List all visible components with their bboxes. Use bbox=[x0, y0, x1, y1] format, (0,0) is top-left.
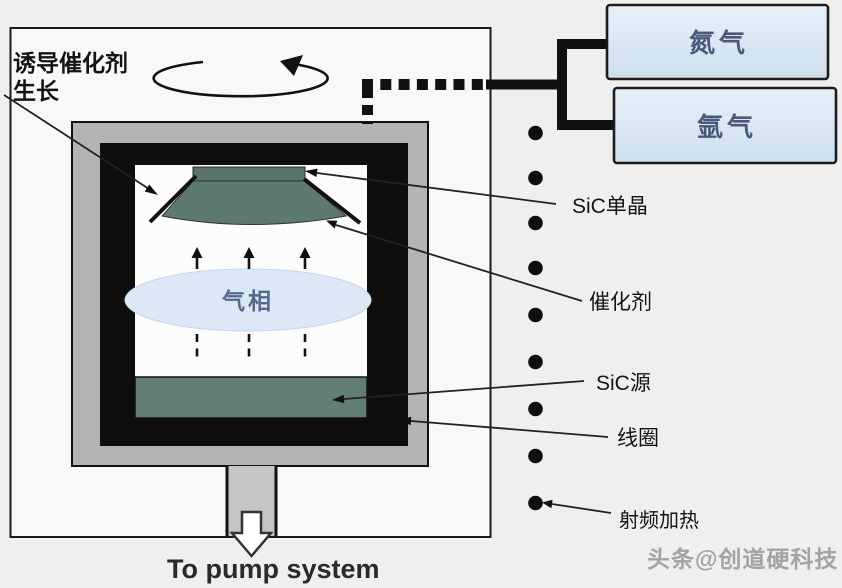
induced-growth-arrowhead bbox=[144, 184, 158, 195]
seed-crystal-holder bbox=[192, 166, 306, 182]
rf-heating-arrowhead bbox=[542, 499, 553, 509]
rf-coil-dots bbox=[528, 125, 543, 511]
upward-vapor-arrows bbox=[191, 247, 311, 269]
catalyst-droplet-body bbox=[161, 180, 348, 225]
sic-source-arrowhead bbox=[332, 394, 345, 404]
catalyst-pointer-line bbox=[335, 224, 583, 302]
coil-arrowhead bbox=[399, 416, 412, 426]
gas-manifold-connector bbox=[486, 39, 615, 130]
sic-crystal-arrowhead bbox=[305, 168, 318, 177]
watermark-text: 头条@创道硬科技 bbox=[647, 546, 838, 572]
argon-gas-label: 氩气 bbox=[697, 112, 757, 142]
induced-growth-pointer-line bbox=[3, 94, 150, 190]
argon-gas-box: 氩气 bbox=[612, 86, 838, 165]
pump-system-label: To pump system bbox=[167, 554, 380, 584]
induced-growth-label-line1: 诱导催化剂 bbox=[13, 50, 128, 76]
pump-direction-arrow bbox=[229, 510, 274, 558]
coil-pointer-line bbox=[410, 420, 609, 438]
right-baffle-line bbox=[302, 177, 362, 225]
coil-label: 线圈 bbox=[617, 427, 659, 450]
gas-feed-dashed-line bbox=[362, 79, 484, 124]
sic-crystal-pointer-line bbox=[316, 172, 557, 205]
catalyst-label: 催化剂 bbox=[589, 291, 652, 314]
downward-flux-dashes bbox=[195, 334, 307, 360]
rotation-arrowhead bbox=[280, 55, 303, 76]
gas-phase-label: 气相 bbox=[221, 288, 274, 314]
sic-source-label: SiC源 bbox=[596, 372, 651, 395]
nitrogen-gas-label: 氮气 bbox=[689, 28, 749, 58]
nitrogen-gas-box: 氮气 bbox=[605, 3, 830, 81]
rf-heating-label: 射频加热 bbox=[619, 509, 699, 532]
catalyst-arrowhead bbox=[326, 220, 338, 229]
rotation-arrow bbox=[152, 55, 329, 98]
sic-source-pointer-line bbox=[343, 380, 585, 400]
left-baffle-line bbox=[148, 174, 198, 224]
sic-crystal-label: SiC单晶 bbox=[572, 195, 648, 218]
rf-heating-pointer-line bbox=[551, 503, 612, 514]
sic-source-block bbox=[134, 376, 368, 419]
induced-growth-label-line2: 生长 bbox=[13, 78, 60, 104]
